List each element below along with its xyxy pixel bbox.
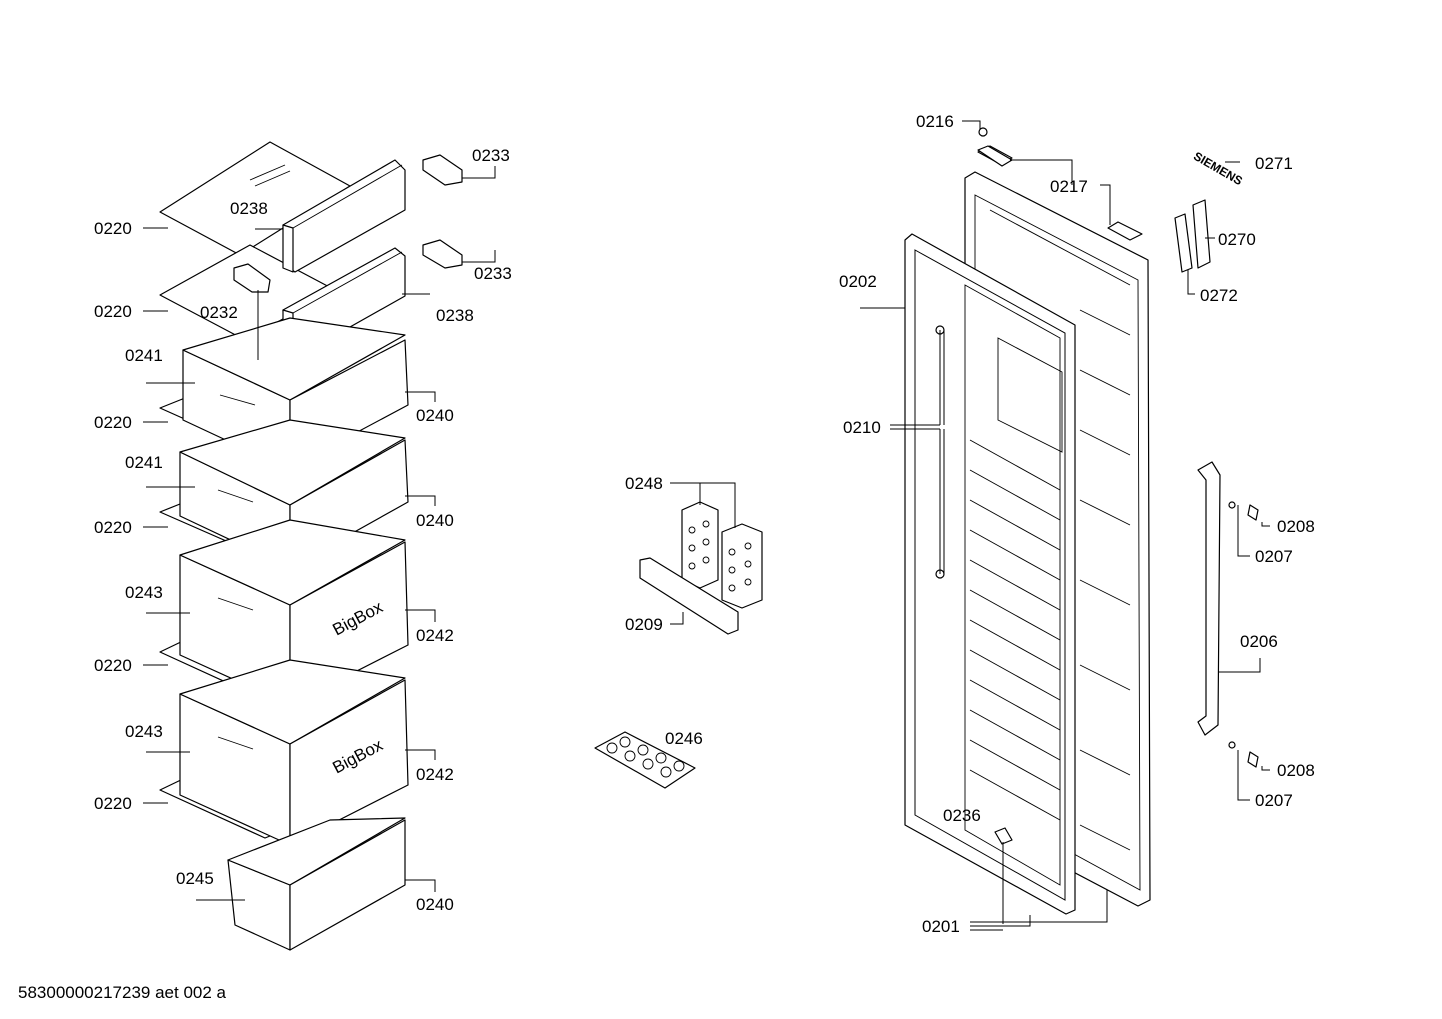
flap-hinge-left-upper: [233, 263, 271, 293]
gasket-rib-lines: [969, 439, 1061, 821]
bottom-clip: [994, 827, 1013, 845]
label-0243: 0243: [125, 583, 163, 602]
label-0208: 0208: [1277, 517, 1315, 536]
label-0236: 0236: [943, 806, 981, 825]
label-0242: 0242: [416, 626, 454, 645]
label-0271: 0271: [1255, 154, 1293, 173]
cool-pack-2: [721, 523, 763, 609]
door-shelf-ribs: [1079, 309, 1131, 851]
bottom-drawer: [227, 817, 406, 951]
cool-pack-holder: [639, 557, 739, 635]
part-labels: 0220 0220 0220 0220 0220 0220 0238 0238 …: [94, 112, 1315, 936]
flap-hinge-lower: [422, 239, 463, 269]
label-0270: 0270: [1218, 230, 1256, 249]
accessories: [594, 482, 763, 789]
label-0233: 0233: [472, 146, 510, 165]
label-0220: 0220: [94, 413, 132, 432]
label-0240: 0240: [416, 511, 454, 530]
label-0241: 0241: [125, 453, 163, 472]
leader-lines-right: [860, 120, 1270, 931]
label-0240: 0240: [416, 895, 454, 914]
label-0207: 0207: [1255, 547, 1293, 566]
label-0242: 0242: [416, 765, 454, 784]
label-0238: 0238: [230, 199, 268, 218]
label-0208: 0208: [1277, 761, 1315, 780]
label-0248: 0248: [625, 474, 663, 493]
leader-lines-left: [143, 166, 496, 901]
cool-pack-1: [681, 501, 719, 589]
label-0233: 0233: [474, 264, 512, 283]
door-top-parts: [977, 127, 1143, 241]
siemens-logo: SIEMENS: [1191, 149, 1245, 188]
label-0202: 0202: [839, 272, 877, 291]
ice-tray: [594, 731, 696, 789]
label-0241: 0241: [125, 346, 163, 365]
siemens-logo-text: SIEMENS: [1191, 149, 1245, 188]
label-0245: 0245: [176, 869, 214, 888]
top-hinge-cover: [1174, 199, 1211, 273]
label-0272: 0272: [1200, 286, 1238, 305]
label-0201: 0201: [922, 917, 960, 936]
label-0220: 0220: [94, 656, 132, 675]
label-0220: 0220: [94, 302, 132, 321]
document-footer-id: 58300000217239 aet 002 a: [18, 983, 227, 1002]
label-0209: 0209: [625, 615, 663, 634]
label-0216: 0216: [916, 112, 954, 131]
label-0220: 0220: [94, 518, 132, 537]
label-0206: 0206: [1240, 632, 1278, 651]
door-gasket: [904, 233, 1076, 915]
label-0240: 0240: [416, 406, 454, 425]
label-0243: 0243: [125, 722, 163, 741]
leader-lines-middle: [670, 482, 736, 625]
label-0220: 0220: [94, 219, 132, 238]
handle-screws: [1228, 501, 1259, 768]
flap-hinge-upper: [422, 154, 463, 186]
label-0238: 0238: [436, 306, 474, 325]
door-assembly: SIEMENS: [860, 120, 1270, 931]
label-0220: 0220: [94, 794, 132, 813]
label-0217: 0217: [1050, 177, 1088, 196]
label-0246: 0246: [665, 729, 703, 748]
door-flap-top: [282, 159, 406, 273]
label-0232: 0232: [200, 303, 238, 322]
label-0210: 0210: [843, 418, 881, 437]
drawer-assembly: BigBox BigBox: [143, 141, 496, 951]
label-0207: 0207: [1255, 791, 1293, 810]
door-handle: [1197, 461, 1221, 736]
bigbox-drawer-2: BigBox: [159, 659, 409, 846]
